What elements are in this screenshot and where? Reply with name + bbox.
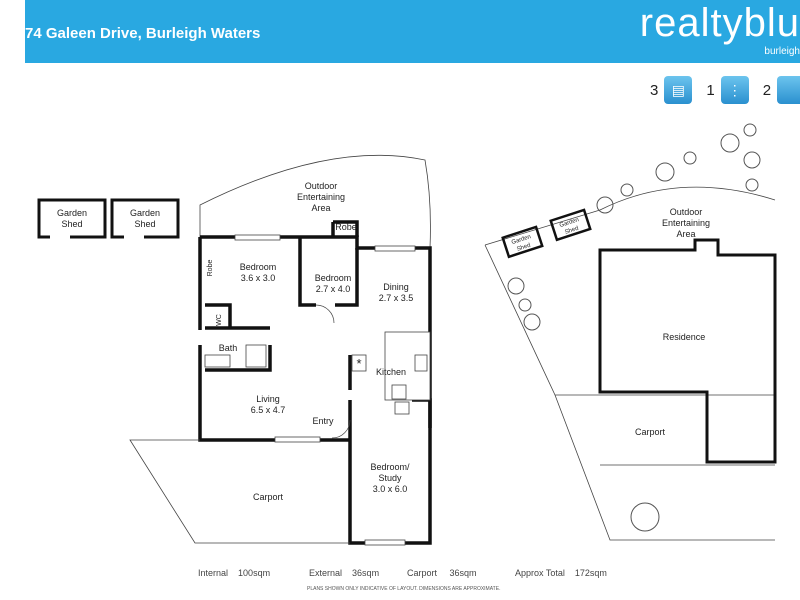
garden-shed-2: Garden Shed bbox=[110, 198, 180, 239]
site-shed-1-label: Garden bbox=[511, 234, 532, 246]
site-shed-1-label-2: Shed bbox=[516, 243, 531, 253]
area-total-label: Approx Total bbox=[515, 568, 565, 578]
property-address: 74 Galeen Drive, Burleigh Waters bbox=[25, 25, 261, 42]
dining-size: 2.7 x 3.5 bbox=[379, 293, 414, 303]
study-label-2: Study bbox=[378, 473, 402, 483]
site-plan: Garden Shed Garden Shed Outdoor Entertai… bbox=[484, 123, 777, 541]
living-size: 6.5 x 4.7 bbox=[251, 405, 286, 415]
bedroom2-label: Bedroom bbox=[315, 273, 352, 283]
header-bar: 74 Galeen Drive, Burleigh Waters realtyb… bbox=[25, 0, 800, 63]
site-carport-label: Carport bbox=[635, 427, 666, 437]
area-carport-label: Carport bbox=[407, 568, 438, 578]
dining-label: Dining bbox=[383, 282, 409, 292]
bedroom-count: 3 bbox=[650, 81, 659, 99]
outdoor-label: Outdoor bbox=[305, 181, 338, 191]
area-external: External 36sqm bbox=[309, 568, 379, 578]
fixtures bbox=[204, 234, 431, 546]
area-external-value: 36sqm bbox=[352, 568, 380, 578]
disclaimer: PLANS SHOWN ONLY INDICATIVE OF LAYOUT. D… bbox=[307, 586, 501, 592]
bed-icon: ▤ bbox=[664, 76, 693, 104]
site-outdoor-label-3: Area bbox=[676, 229, 695, 239]
study-size: 3.0 x 6.0 bbox=[373, 484, 408, 494]
brand-logo: realtyblu bbox=[639, 1, 800, 45]
bathroom-count: 1 bbox=[706, 81, 715, 99]
garden-shed-1-label: Garden bbox=[57, 208, 87, 218]
entry-label: Entry bbox=[312, 416, 334, 426]
area-carport: Carport 36sqm bbox=[407, 568, 477, 578]
living-label: Living bbox=[256, 394, 280, 404]
area-internal-label: Internal bbox=[198, 568, 229, 578]
site-shed-2-label-2: Shed bbox=[564, 226, 579, 236]
outdoor-label-3: Area bbox=[311, 203, 330, 213]
site-outdoor-label: Outdoor bbox=[670, 207, 703, 217]
property-features: 3 ▤ 1 ⋮ 2 bbox=[650, 76, 800, 104]
area-carport-value: 36sqm bbox=[449, 568, 477, 578]
garden-shed-1-label-2: Shed bbox=[61, 219, 82, 229]
robe-label: Robe bbox=[335, 222, 357, 232]
tree-icons bbox=[507, 123, 761, 532]
site-outdoor-label-2: Entertaining bbox=[662, 218, 710, 228]
area-internal-value: 100sqm bbox=[238, 568, 271, 578]
brand-logo-sub: burleigh bbox=[764, 46, 800, 57]
area-total-value: 172sqm bbox=[574, 568, 607, 578]
car-count: 2 bbox=[762, 81, 772, 99]
robe-label-2: Robe bbox=[207, 260, 214, 277]
shower-icon: ⋮ bbox=[720, 76, 749, 104]
area-external-label: External bbox=[309, 568, 343, 578]
area-total: Approx Total 172sqm bbox=[515, 568, 607, 578]
bedroom2-size: 2.7 x 4.0 bbox=[316, 284, 351, 294]
study-label: Bedroom/ bbox=[370, 462, 410, 472]
bath-label: Bath bbox=[219, 343, 238, 353]
outdoor-label-2: Entertaining bbox=[297, 192, 345, 202]
car-icon bbox=[777, 76, 800, 104]
garden-shed-2-label: Garden bbox=[130, 208, 160, 218]
bedroom1-label: Bedroom bbox=[240, 262, 277, 272]
residence-label: Residence bbox=[663, 332, 706, 342]
garden-shed-2-label-2: Shed bbox=[134, 219, 155, 229]
wc-label: WC bbox=[216, 314, 223, 326]
area-internal: Internal 100sqm bbox=[198, 568, 270, 578]
fridge-icon: * bbox=[356, 356, 361, 371]
kitchen-label: Kitchen bbox=[376, 367, 406, 377]
site-shed-2-label: Garden bbox=[559, 217, 580, 229]
bedroom1-size: 3.6 x 3.0 bbox=[241, 273, 276, 283]
garden-shed-1: Garden Shed bbox=[37, 198, 107, 239]
carport-label: Carport bbox=[253, 492, 284, 502]
